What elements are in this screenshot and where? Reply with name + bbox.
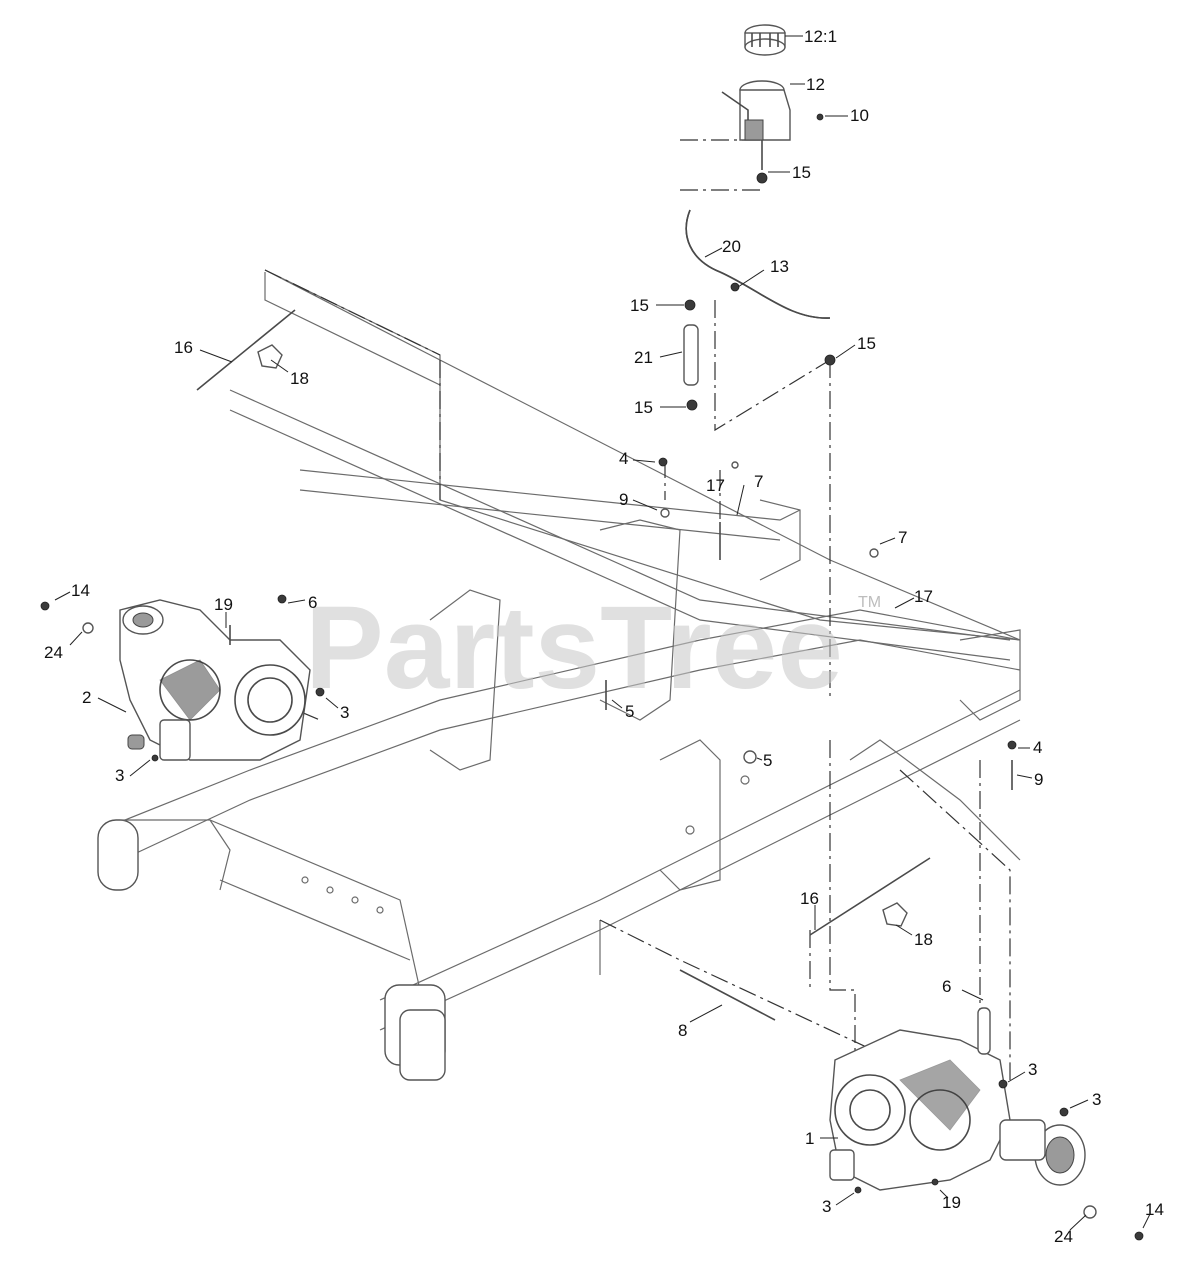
callout-label: 4 [619, 449, 628, 468]
callout-label: 7 [754, 472, 763, 491]
right-transmission [829, 1007, 1086, 1191]
callout-label: 24 [44, 643, 63, 662]
callout-label: 12 [806, 75, 825, 94]
hydraulic-reservoir [721, 24, 791, 184]
hydraulic-hoses [683, 209, 836, 411]
callout-label: 18 [914, 930, 933, 949]
callout-label: 5 [625, 702, 634, 721]
callout-label: 15 [792, 163, 811, 182]
linkage-rods [196, 309, 931, 1021]
callout-label: 14 [1145, 1200, 1164, 1219]
callout-label: 9 [1034, 770, 1043, 789]
callout-label: 3 [115, 766, 124, 785]
callout-label: 3 [822, 1197, 831, 1216]
callout-label: 10 [850, 106, 869, 125]
callout-label: 19 [942, 1193, 961, 1212]
callout-label: 15 [630, 296, 649, 315]
callout-label: 8 [678, 1021, 687, 1040]
callout-label: 21 [634, 348, 653, 367]
callout-label: 5 [763, 751, 772, 770]
callout-label: 6 [308, 593, 317, 612]
callout-label: 17 [914, 587, 933, 606]
callout-label: 24 [1054, 1227, 1073, 1246]
callout-labels: 12:1 12 10 15 20 13 15 21 15 15 16 18 4 … [44, 27, 1164, 1246]
callout-label: 15 [634, 398, 653, 417]
callout-label: 14 [71, 581, 90, 600]
callout-label: 3 [1092, 1090, 1101, 1109]
chassis-frame [97, 269, 1021, 1081]
callout-label: 19 [214, 595, 233, 614]
callout-label: 2 [82, 688, 91, 707]
callout-label: 6 [942, 977, 951, 996]
watermark-brand: PartsTree [305, 582, 843, 714]
callout-label: 12:1 [804, 27, 837, 46]
hardware [40, 113, 1144, 1241]
watermark-trademark: TM [858, 594, 881, 611]
callout-label: 3 [1028, 1060, 1037, 1079]
callout-label: 16 [800, 889, 819, 908]
callout-label: 13 [770, 257, 789, 276]
callout-label: 17 [706, 476, 725, 495]
callout-label: 16 [174, 338, 193, 357]
callout-label: 9 [619, 490, 628, 509]
left-transmission [119, 599, 311, 761]
leader-lines [54, 35, 1151, 1231]
callout-label: 4 [1033, 738, 1042, 757]
callout-label: 20 [722, 237, 741, 256]
callout-label: 18 [290, 369, 309, 388]
callout-label: 1 [805, 1129, 814, 1148]
callout-label: 3 [340, 703, 349, 722]
callout-label: 15 [857, 334, 876, 353]
callout-label: 7 [898, 528, 907, 547]
